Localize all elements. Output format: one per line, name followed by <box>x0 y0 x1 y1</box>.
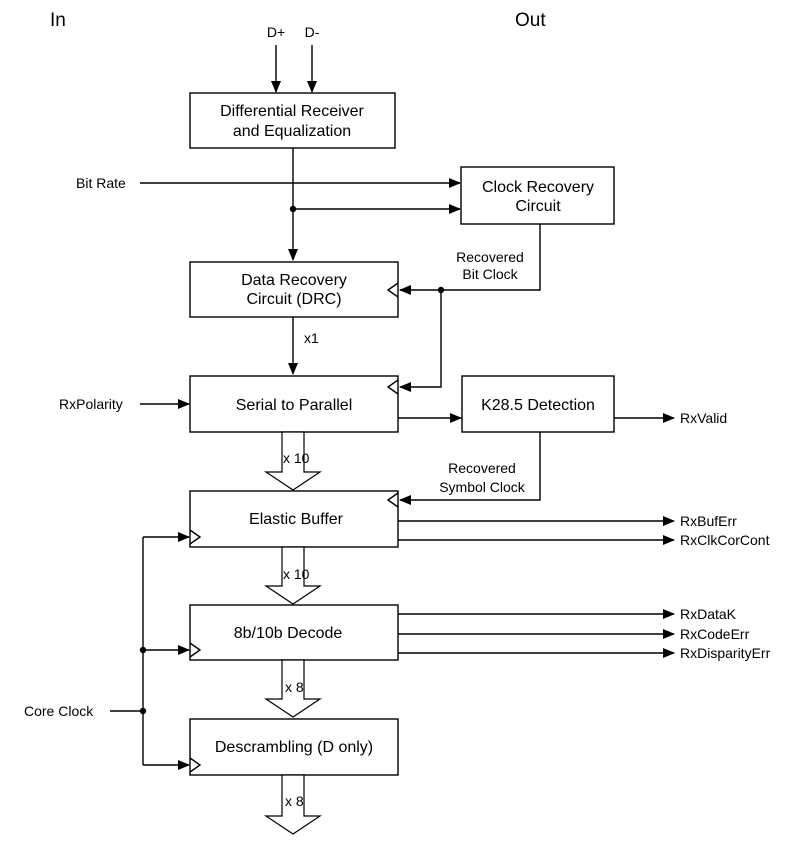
descrambling-label: Descrambling (D only) <box>215 739 373 756</box>
elastic-clock-input-marker <box>386 492 399 508</box>
rx-data-k-label: RxDataK <box>680 606 737 622</box>
elastic-core-clock-marker <box>189 529 202 545</box>
decode-label: 8b/10b Decode <box>234 625 343 642</box>
rx-code-err-label: RxCodeErr <box>680 626 750 642</box>
rx-buf-err-label: RxBufErr <box>680 513 737 529</box>
drc-block <box>189 261 399 318</box>
x8-label-a: x 8 <box>285 679 304 695</box>
bus-arrow-elastic-to-decode <box>264 546 322 605</box>
drc-clock-input-marker <box>386 282 399 298</box>
rx-polarity-label: RxPolarity <box>59 396 123 412</box>
clock-recovery-label-2: Circuit <box>515 198 561 215</box>
bit-clock-to-serial-wire <box>399 290 442 392</box>
differential-receiver-block <box>189 92 396 149</box>
recovered-symbol-clock-label-2: Symbol Clock <box>439 479 526 495</box>
x10-label-b: x 10 <box>283 566 310 582</box>
differential-receiver-label-2: and Equalization <box>233 123 351 140</box>
serial-to-parallel-label: Serial to Parallel <box>236 397 353 414</box>
recovered-bit-clock-label-1: Recovered <box>456 249 524 265</box>
decode-core-clock-marker <box>189 642 202 658</box>
k285-detection-block <box>461 375 615 433</box>
k285-detection-label: K28.5 Detection <box>481 397 595 414</box>
recovered-symbol-clock-wire <box>399 432 541 505</box>
d-minus-label: D- <box>305 24 320 40</box>
drc-label-2: Circuit (DRC) <box>246 291 341 308</box>
drc-label-1: Data Recovery <box>241 272 347 289</box>
x8-label-b: x 8 <box>285 793 304 809</box>
clock-recovery-label-1: Clock Recovery <box>482 179 594 196</box>
bus-arrow-output <box>264 774 322 835</box>
differential-receiver-label-1: Differential Receiver <box>220 103 364 120</box>
bus-arrow-serial-to-elastic <box>264 431 322 491</box>
bus-arrow-decode-to-descrambling <box>264 659 322 718</box>
recovered-symbol-clock-label-1: Recovered <box>448 460 516 476</box>
in-header: In <box>50 10 66 31</box>
junction-dot-core-clock <box>139 707 147 715</box>
d-plus-label: D+ <box>267 24 285 40</box>
serial-clock-input-marker <box>386 379 399 395</box>
rx-valid-label: RxValid <box>680 410 727 426</box>
core-clock-label: Core Clock <box>24 703 94 719</box>
decode-block <box>189 604 399 661</box>
clock-recovery-block <box>460 166 615 225</box>
recovered-bit-clock-label-2: Bit Clock <box>462 266 518 282</box>
recovered-bit-clock-wire <box>441 224 541 291</box>
descrambling-core-clock-marker <box>189 757 202 773</box>
rx-clk-cor-cont-label: RxClkCorCont <box>680 532 770 548</box>
x10-label-a: x 10 <box>283 450 310 466</box>
elastic-buffer-label: Elastic Buffer <box>249 511 344 528</box>
out-header: Out <box>515 10 546 31</box>
rx-disparity-err-label: RxDisparityErr <box>680 645 771 661</box>
descrambling-block <box>189 718 399 776</box>
x1-label: x1 <box>304 330 319 346</box>
bit-rate-label: Bit Rate <box>76 175 126 191</box>
